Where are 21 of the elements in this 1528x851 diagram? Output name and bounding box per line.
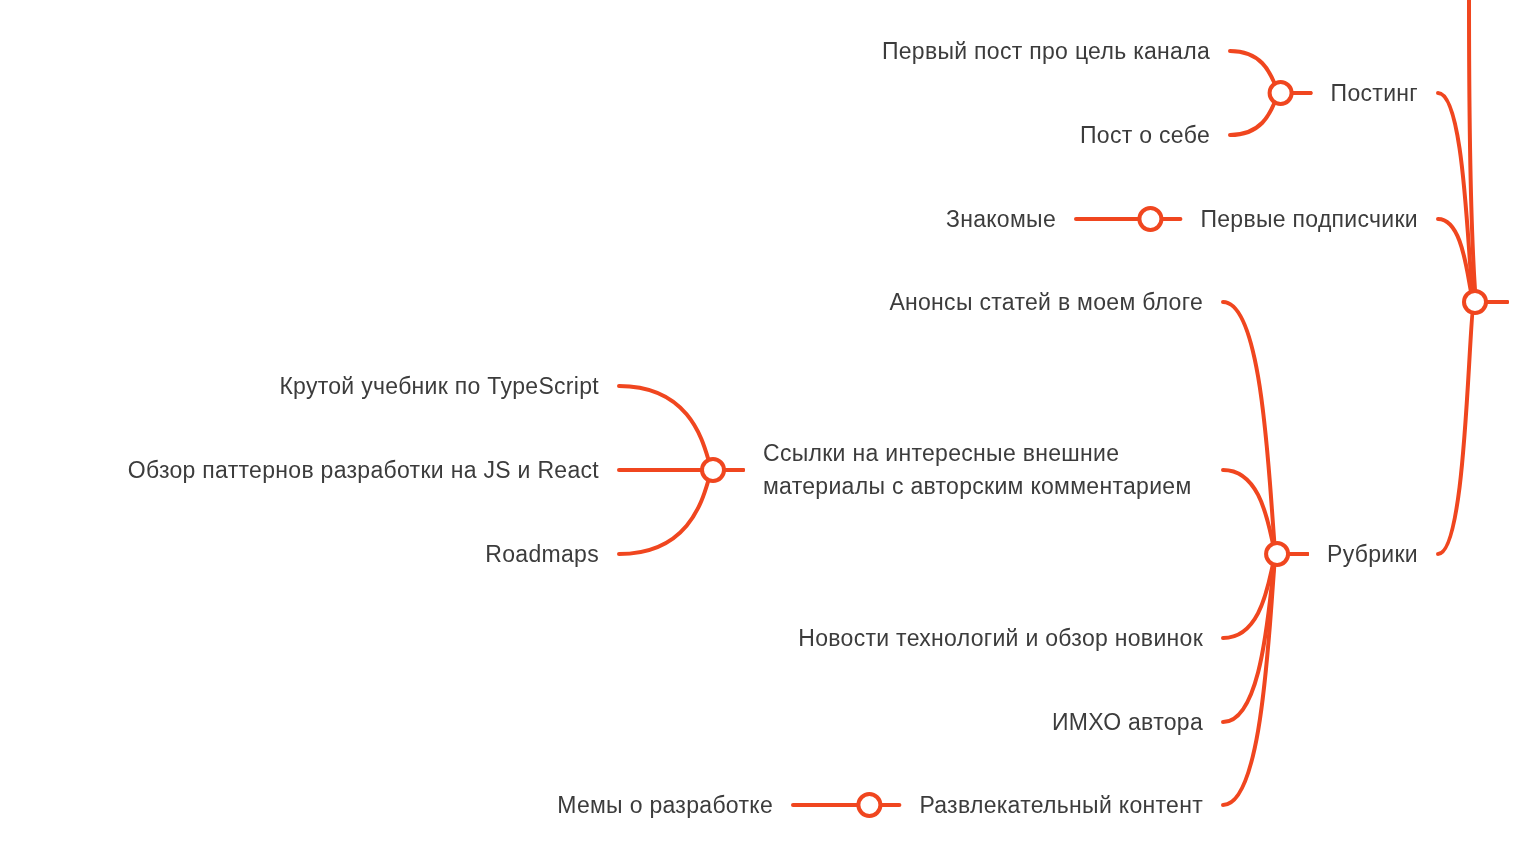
- topic-label: Знакомые: [925, 202, 1076, 236]
- branch-connector: [791, 803, 902, 807]
- topic-label: Пост о себе: [1060, 118, 1230, 152]
- topic-label: Обзор паттернов разработки на JS и React: [107, 453, 619, 487]
- branch-connector: [1436, 300, 1509, 556]
- branch-connector: [1221, 552, 1310, 807]
- topic-label: Первые подписчики: [1180, 202, 1438, 236]
- topic-label: Мемы о разработке: [537, 788, 793, 822]
- topic-label: ИМХО автора: [1032, 705, 1223, 739]
- topic-label: Новости технологий и обзор новинок: [778, 621, 1223, 655]
- branch-connector: [1074, 217, 1183, 221]
- branch-connector: [1228, 91, 1313, 137]
- topic-label: Roadmaps: [465, 537, 619, 571]
- topic-label: Рубрики: [1307, 537, 1438, 571]
- topic-label: Развлекательный контент: [899, 788, 1223, 822]
- topic-label: Крутой учебник по TypeScript: [259, 369, 619, 403]
- branch-connector: [617, 468, 745, 556]
- topic-label: Анонсы статей в моем блоге: [869, 285, 1223, 319]
- topic-label: Первый пост про цель канала: [861, 34, 1230, 68]
- topic-label: Постинг: [1310, 76, 1438, 110]
- topic-label: Ссылки на интересные внешние материалы с авторским комментарием: [743, 437, 1223, 503]
